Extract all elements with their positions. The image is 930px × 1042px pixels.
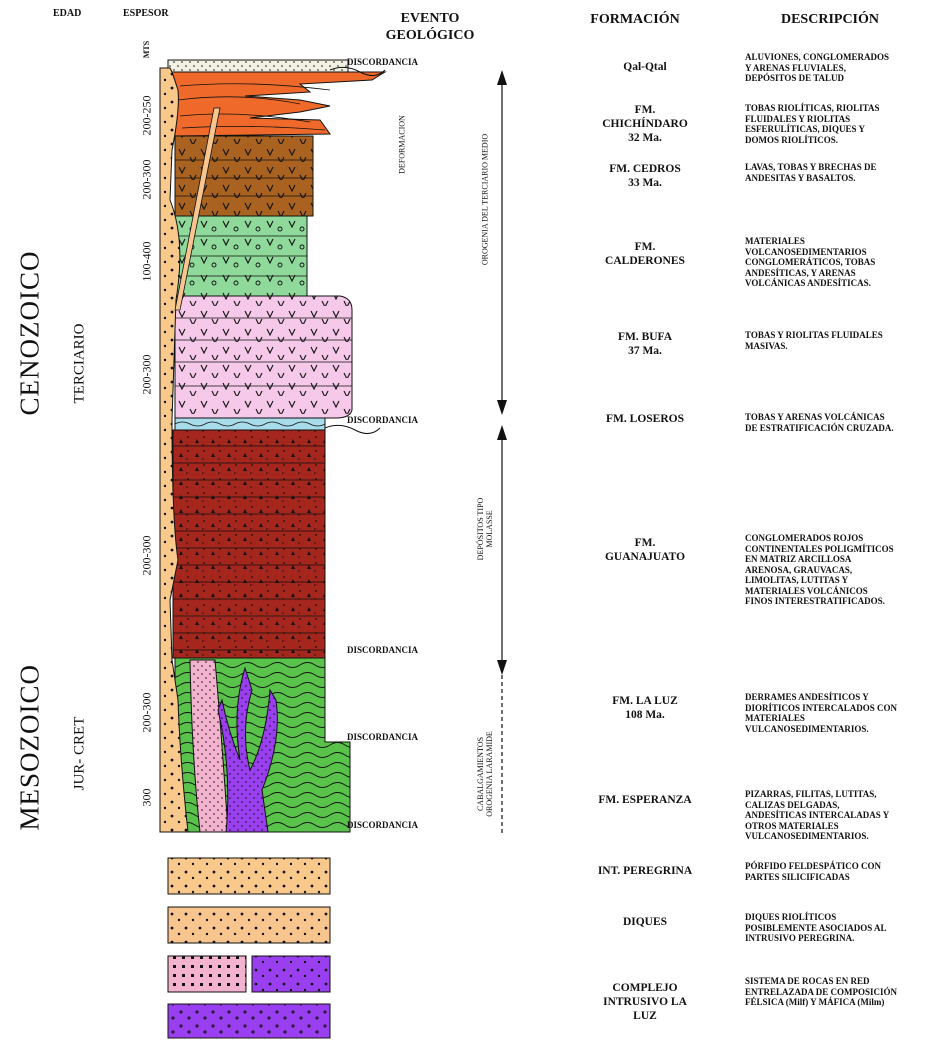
- formation-description: PIZARRAS, FILITAS, LUTITAS, CALIZAS DELG…: [745, 789, 930, 842]
- formation-name: FM. LA LUZ 108 Ma.: [565, 694, 725, 722]
- layer-guanajuato-texture: [173, 430, 325, 658]
- formation-description: SISTEMA DE ROCAS EN RED ENTRELAZADA DE C…: [745, 976, 930, 1008]
- discordancia-label: DISCORDANCIA: [347, 415, 418, 425]
- event-cabalgamientos: CABALGAMIENTOS OROGENIA LARAMIDE: [476, 719, 494, 829]
- orogenia-arrow: [497, 70, 507, 415]
- formation-description: TOBAS Y ARENAS VOLCÁNICAS DE ESTRATIFICA…: [745, 412, 930, 433]
- formation-name: DIQUES: [565, 915, 725, 929]
- formation-description: DIQUES RIOLÍTICOS POSIBLEMENTE ASOCIADOS…: [745, 912, 930, 944]
- formation-name: FM. ESPERANZA: [565, 793, 725, 807]
- layer-chichindaro: [172, 72, 385, 136]
- discordancia-label: DISCORDANCIA: [347, 57, 418, 67]
- event-depositos-molasse: DEPÓSITOS TIPO MOLASSE: [476, 474, 494, 584]
- discordancia-label: DISCORDANCIA: [347, 645, 418, 655]
- formation-name: FM. GUANAJUATO: [565, 536, 725, 564]
- layer-qal-texture: [168, 60, 348, 72]
- formation-name: INT. PEREGRINA: [565, 864, 725, 878]
- formation-name: FM. CHICHÍNDARO 32 Ma.: [565, 103, 725, 145]
- discordancia-label: DISCORDANCIA: [347, 820, 418, 830]
- legend-complex-texture: [168, 1004, 330, 1038]
- legend-diques-texture: [168, 907, 330, 943]
- formation-name: FM. BUFA 37 Ma.: [565, 330, 725, 358]
- formation-name: FM. LOSEROS: [565, 412, 725, 426]
- formation-name: COMPLEJO INTRUSIVO LA LUZ: [565, 981, 725, 1023]
- formation-description: DERRAMES ANDESÍTICOS Y DIORÍTICOS INTERC…: [745, 692, 930, 734]
- legend-mafic-texture: [252, 956, 330, 992]
- legend-peregrina-texture: [168, 858, 330, 894]
- formation-description: CONGLOMERADOS ROJOS CONTINENTALES POLIGM…: [745, 533, 930, 607]
- molasse-arrow: [497, 425, 507, 675]
- formation-name: Qal-Qtal: [565, 60, 725, 74]
- formation-description: ALUVIONES, CONGLOMERADOS Y ARENAS FLUVIA…: [745, 52, 930, 84]
- discordancia-line: [325, 425, 380, 433]
- event-orogenia-terciario: OROGENIA DEL TERCIARIO MEDIO: [481, 125, 490, 275]
- formation-description: TOBAS Y RIOLITAS FLUIDALES MASIVAS.: [745, 330, 930, 351]
- event-deformacion: DEFORMACION: [398, 105, 407, 185]
- formation-description: TOBAS RIOLÍTICAS, RIOLITAS FLUIDALES Y R…: [745, 103, 930, 145]
- formation-description: PÓRFIDO FELDESPÁTICO CON PARTES SILICIFI…: [745, 861, 930, 882]
- layer-bufa-texture: [175, 296, 352, 418]
- formation-description: MATERIALES VOLCANOSEDIMENTARIOS CONGLOME…: [745, 236, 930, 289]
- discordancia-label: DISCORDANCIA: [347, 732, 418, 742]
- formation-name: FM. CALDERONES: [565, 240, 725, 268]
- legend-felsic-texture: [168, 956, 246, 992]
- formation-description: LAVAS, TOBAS Y BRECHAS DE ANDESITAS Y BA…: [745, 162, 930, 183]
- formation-name: FM. CEDROS 33 Ma.: [565, 162, 725, 190]
